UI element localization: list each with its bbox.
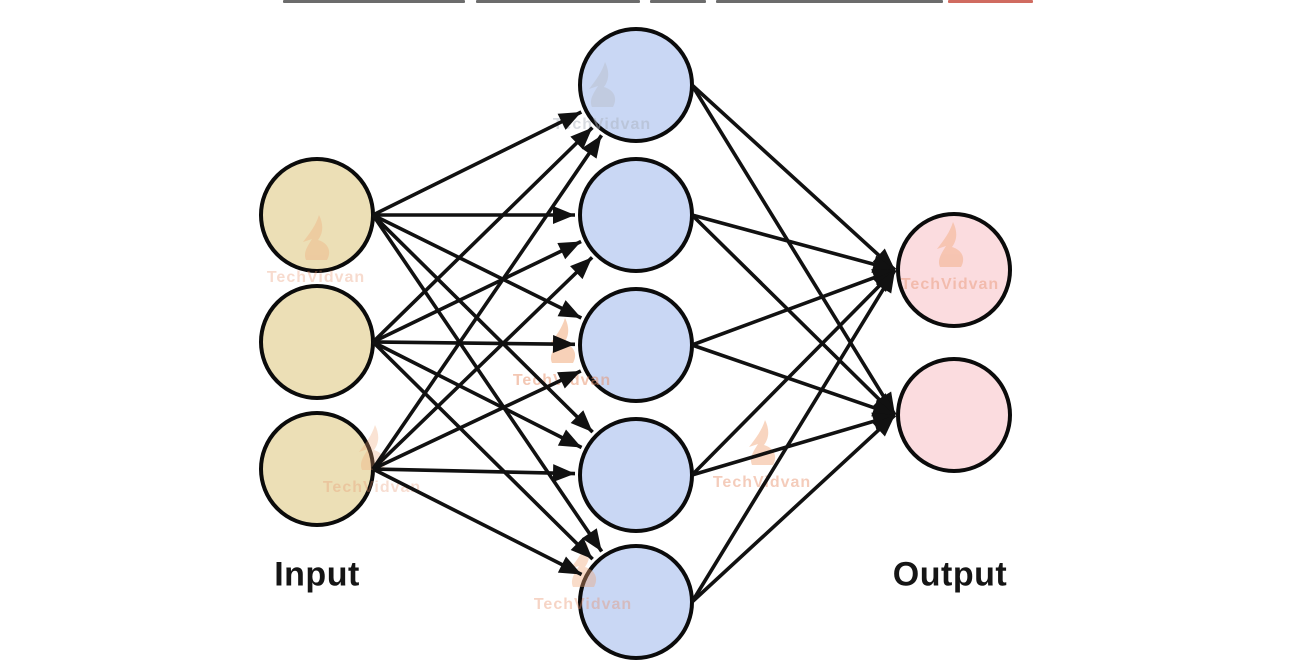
edge-input-to-hidden [371,340,594,561]
edge-hidden-to-output [691,343,896,417]
remnant-segment-red [948,0,1033,3]
watermark: TechVidvan [267,215,365,286]
remnant-segment-dark [650,0,706,3]
hidden-node [578,417,694,533]
edge-hidden-to-output [690,268,897,477]
edge-hidden-to-output [691,412,896,477]
edge-input-to-hidden [372,110,583,217]
edge-hidden-to-output [691,268,896,347]
edge-hidden-to-output [690,83,897,272]
edge-input-to-hidden [372,340,583,450]
input-node [259,411,375,527]
watermark-text: TechVidvan [713,474,811,491]
edge-input-to-hidden [371,213,594,434]
edge-input-to-hidden [372,239,582,344]
output-node [896,212,1012,328]
output-node [896,357,1012,473]
watermark: TechVidvan [901,222,999,293]
edge-input-to-hidden [372,213,583,320]
edge-hidden-to-output [690,213,897,417]
watermark: TechVidvan [534,542,632,613]
edge-input-to-hidden [372,335,576,354]
watermark-bird-icon [303,215,330,260]
input-node [259,284,375,400]
watermark-bird-icon [549,318,576,363]
hidden-node [578,157,694,273]
remnant-segment-dark [283,0,465,3]
edge-input-to-hidden [371,134,604,471]
edges-group [371,83,897,604]
edge-input-to-hidden [371,126,594,344]
edge-input-to-hidden [371,256,594,471]
nodes-group [259,27,1012,660]
watermark-bird-icon [589,62,616,107]
remnant-segment-dark [476,0,640,3]
edge-input-to-hidden [371,213,604,553]
watermark-text: TechVidvan [534,596,632,613]
edge-input-to-hidden [372,467,583,577]
edge-input-to-hidden [372,464,576,483]
watermark-text: TechVidvan [267,269,365,286]
input-layer-label: Input [274,555,360,594]
edge-hidden-to-output [690,84,897,416]
edge-input-to-hidden [372,369,582,471]
watermark-bird-icon [570,542,597,587]
edge-hidden-to-output [691,213,896,273]
watermark-text: TechVidvan [901,276,999,293]
output-layer-label: Output [892,555,1008,594]
watermark-text: TechVidvan [323,479,421,496]
edge-hidden-to-output [690,413,897,604]
remnant-segment-dark [716,0,943,3]
watermark-bird-icon [937,222,964,267]
edge-hidden-to-output [690,269,897,603]
